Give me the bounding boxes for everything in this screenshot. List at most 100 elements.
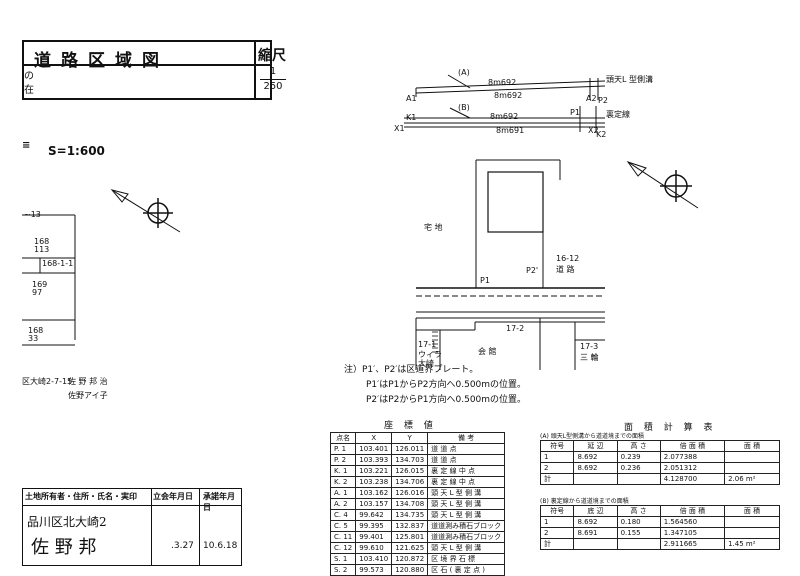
table-cell: 2 xyxy=(539,527,575,539)
table-cell: 99.401 xyxy=(355,531,393,543)
table-cell: 1 xyxy=(539,516,575,528)
point-label: A2 xyxy=(586,94,597,103)
table-cell: 4.128700 xyxy=(659,473,726,485)
north-arrow-right-icon xyxy=(626,161,699,209)
point-label: P2' xyxy=(526,266,539,275)
scale-denominator: 250 xyxy=(263,81,283,92)
point-label: P2 xyxy=(598,96,608,105)
lot-label: 会 館 xyxy=(478,347,497,356)
table-cell xyxy=(616,473,661,485)
table-cell: 道道測み積石ブロック xyxy=(427,520,506,532)
owner-name-handwritten: 佐 野 邦 xyxy=(31,537,97,558)
lot-label: 168 xyxy=(34,237,50,246)
col-header: 面 積 xyxy=(724,440,780,452)
profile-a-label: (A) xyxy=(458,68,470,77)
table-cell: 134.706 xyxy=(391,476,429,488)
area-b-caption: (B) 裏定線から道道境までの面積 xyxy=(540,498,629,505)
table-cell: 道 道 点 xyxy=(427,454,506,466)
col-header: 倍 面 積 xyxy=(659,505,726,517)
note-line-1: 注）P1′、P2′は区道界プレート。 xyxy=(344,365,479,375)
table-cell: 134.735 xyxy=(391,509,429,521)
table-cell: 99.610 xyxy=(355,542,393,554)
col-header: 符号 xyxy=(539,505,575,517)
table-cell xyxy=(616,538,661,550)
point-label: P1 xyxy=(480,276,490,285)
table-cell: K. 1 xyxy=(329,465,357,477)
lot-label: 168-1-1 xyxy=(42,259,74,268)
lot-label: ~13 xyxy=(24,210,41,219)
table-cell: 126.015 xyxy=(391,465,429,477)
table-cell: 2.051312 xyxy=(659,462,726,474)
table-cell xyxy=(724,451,780,463)
lot-label: 113 xyxy=(34,245,50,254)
table-cell: 8.691 xyxy=(573,527,618,539)
table-cell: 0.155 xyxy=(616,527,661,539)
table-cell: 計 xyxy=(539,538,575,550)
table-cell: 134.708 xyxy=(391,498,429,510)
table-cell: 頭 天 L 型 側 溝 xyxy=(427,509,506,521)
table-cell: 121.625 xyxy=(391,542,429,554)
table-cell: 99.642 xyxy=(355,509,393,521)
profile-b-label: (B) xyxy=(458,103,470,112)
drawing-title: 道路区域図 xyxy=(34,51,169,71)
col-header: 延 辺 xyxy=(573,440,618,452)
owner-header: 土地所有者・住所・氏名・実印 xyxy=(25,492,137,501)
table-cell: P. 1 xyxy=(329,443,357,455)
lot-label: ウィラ xyxy=(418,350,442,359)
title-column-divider xyxy=(254,42,256,98)
table-cell: 0.236 xyxy=(616,462,661,474)
col-header: X xyxy=(355,432,393,444)
table-cell: K. 2 xyxy=(329,476,357,488)
table-cell: 103.401 xyxy=(355,443,393,455)
table-cell: 2.06 m² xyxy=(724,473,780,485)
col-header: 面 積 xyxy=(724,505,780,517)
consent-date-header: 承諾年月日 xyxy=(203,492,235,512)
table-cell: C. 5 xyxy=(329,520,357,532)
point-label: K1 xyxy=(406,113,417,122)
lot-label: 17-1 xyxy=(418,340,437,349)
table-header-row: 符号延 辺高 さ倍 面 積面 積 xyxy=(539,440,780,452)
point-label: A1 xyxy=(406,94,417,103)
table-cell: 103.221 xyxy=(355,465,393,477)
table-cell: 道 道 点 xyxy=(427,443,506,455)
table-header-row: 点名 X Y 備 考 xyxy=(329,432,506,444)
table-cell: C. 12 xyxy=(329,542,357,554)
table-cell: 103.238 xyxy=(355,476,393,488)
point-label: K2 xyxy=(596,130,607,139)
lot-label: 道 路 xyxy=(556,265,575,274)
profile-a-bot-dim: 8m692 xyxy=(494,91,523,100)
profile-b-top-dim: 8m692 xyxy=(490,112,519,121)
col-header: 符号 xyxy=(539,440,575,452)
table-cell: 120.872 xyxy=(391,553,429,565)
north-arrow-left-icon xyxy=(110,189,181,233)
area-a-caption: (A) 頭天L型側溝から道道境までの面積 xyxy=(540,433,645,440)
owner-name: 佐 野 邦 治 xyxy=(68,377,108,386)
table-cell: 0.239 xyxy=(616,451,661,463)
owner-address-handwritten: 品川区北大崎2 xyxy=(27,515,107,529)
lot-label: 16-12 xyxy=(556,254,580,263)
lot-label: 大崎 xyxy=(418,359,434,368)
title-row-1: の xyxy=(24,71,34,82)
table-cell: 2 xyxy=(539,462,575,474)
witness-date-header: 立会年月日 xyxy=(153,492,193,501)
point-label: P1 xyxy=(570,108,580,117)
scale-numerator: 1 xyxy=(269,66,277,77)
lot-label: 168 xyxy=(28,326,44,335)
table-cell xyxy=(573,473,618,485)
table-cell: A. 2 xyxy=(329,498,357,510)
col-header: 高 さ xyxy=(616,505,661,517)
table-cell: 頭 天 L 型 側 溝 xyxy=(427,498,506,510)
